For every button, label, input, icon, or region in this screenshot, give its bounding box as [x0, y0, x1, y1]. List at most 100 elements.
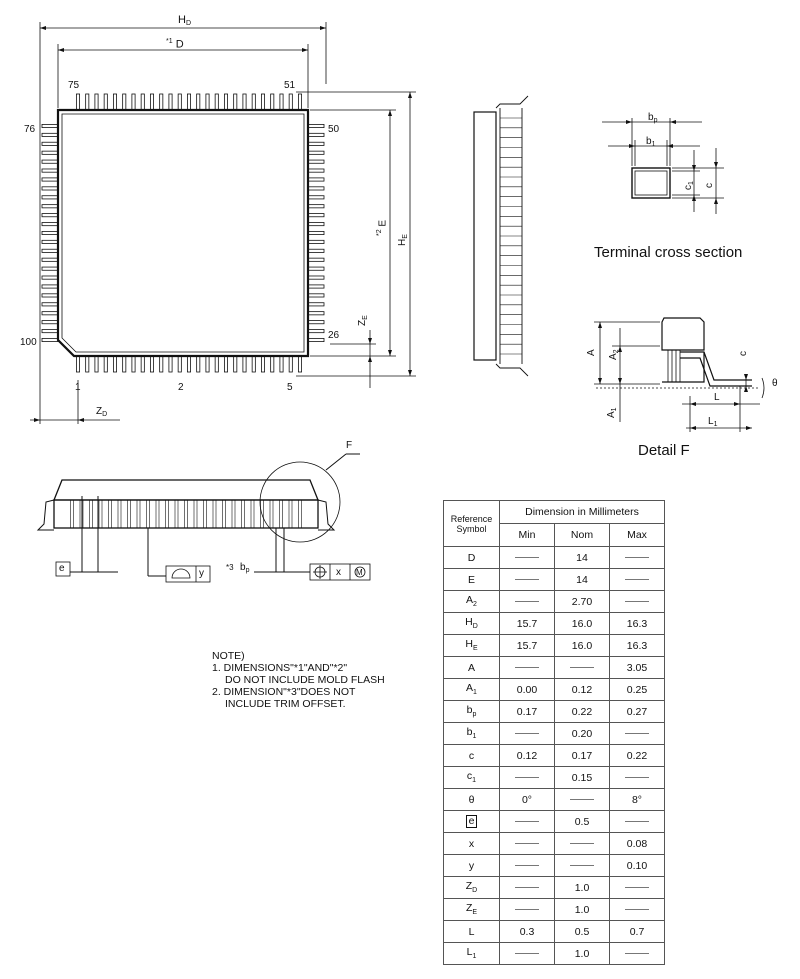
- empty-dash: [570, 843, 594, 845]
- table-row: E 14: [443, 568, 665, 591]
- min-cell: [499, 656, 555, 679]
- max-cell: [609, 568, 665, 591]
- front-lead: [222, 499, 226, 529]
- front-lead: [288, 499, 293, 529]
- empty-dash: [570, 799, 594, 801]
- nom-cell: 14: [554, 546, 610, 569]
- front-lead: [136, 499, 141, 529]
- max-cell: 8°: [609, 788, 665, 811]
- front-lead: [79, 499, 84, 529]
- empty-dash: [515, 887, 539, 889]
- max-cell: [609, 722, 665, 745]
- note-line: 1. DIMENSIONS"*1"AND"*2": [212, 662, 348, 674]
- front-lead: [298, 499, 302, 529]
- detail-f-callout: F: [346, 440, 353, 451]
- empty-dash: [625, 579, 649, 581]
- max-cell: 0.25: [609, 678, 665, 701]
- front-lead: [89, 499, 93, 529]
- front-lead: [184, 499, 188, 529]
- flatness-y-label: y: [199, 568, 204, 579]
- min-cell: [499, 766, 555, 789]
- front-lead: [260, 499, 264, 529]
- min-cell: 15.7: [499, 634, 555, 657]
- nom-cell: 1.0: [554, 942, 610, 965]
- min-cell: [499, 590, 555, 613]
- min-cell: [499, 876, 555, 899]
- max-cell: [609, 546, 665, 569]
- mmc-m-label: M: [356, 568, 363, 577]
- min-cell: [499, 854, 555, 877]
- front-lead: [108, 499, 112, 529]
- pin-50-label: 50: [328, 124, 340, 135]
- symbol-cell: b1: [443, 722, 500, 745]
- empty-dash: [625, 557, 649, 559]
- header-min: Min: [499, 523, 555, 547]
- front-lead: [203, 499, 207, 529]
- min-cell: [499, 546, 555, 569]
- front-lead: [193, 499, 198, 529]
- symbol-cell: HE: [443, 634, 500, 657]
- max-cell: [609, 876, 665, 899]
- trim-star3-label: *3: [226, 563, 234, 572]
- position-x-label: x: [336, 567, 341, 578]
- min-cell: 0.00: [499, 678, 555, 701]
- symbol-cell: c: [443, 744, 500, 767]
- symbol-cell: ZD: [443, 876, 500, 899]
- header-dimension-group: Dimension in Millimeters: [499, 500, 665, 524]
- empty-dash: [570, 667, 594, 669]
- max-cell: 0.10: [609, 854, 665, 877]
- front-lead: [127, 499, 131, 529]
- package-body: [56, 108, 310, 358]
- detail-l-label: L: [714, 392, 720, 403]
- min-cell: [499, 832, 555, 855]
- max-cell: [609, 766, 665, 789]
- nom-cell: 0.5: [554, 920, 610, 943]
- pin-5-label: 5: [287, 382, 293, 393]
- header-nom: Nom: [554, 523, 610, 547]
- min-cell: [499, 722, 555, 745]
- min-cell: 0.17: [499, 700, 555, 723]
- symbol-cell: x: [443, 832, 500, 855]
- pin-75-label: 75: [68, 80, 80, 91]
- note-title: NOTE): [212, 650, 245, 662]
- front-lead: [174, 499, 179, 529]
- note-line: INCLUDE TRIM OFFSET.: [225, 698, 346, 710]
- dim-hd-label: HD: [178, 14, 192, 27]
- max-cell: 3.05: [609, 656, 665, 679]
- header-max: Max: [609, 523, 665, 547]
- pin-51-label: 51: [284, 80, 296, 91]
- terminal-cross-section-caption: Terminal cross section: [594, 244, 743, 261]
- min-cell: 15.7: [499, 612, 555, 635]
- symbol-cell: A: [443, 656, 500, 679]
- min-cell: 0°: [499, 788, 555, 811]
- min-cell: [499, 942, 555, 965]
- min-cell: [499, 810, 555, 833]
- empty-dash: [515, 601, 539, 603]
- nom-cell: 0.12: [554, 678, 610, 701]
- symbol-cell: E: [443, 568, 500, 591]
- front-lead: [70, 499, 74, 529]
- symbol-cell: A1: [443, 678, 500, 701]
- terminal-bp-label: bp: [648, 112, 658, 124]
- empty-dash: [515, 843, 539, 845]
- empty-dash: [515, 579, 539, 581]
- max-cell: 0.22: [609, 744, 665, 767]
- front-lead: [241, 499, 245, 529]
- detail-theta-label: θ: [772, 378, 778, 389]
- nom-cell: [554, 656, 610, 679]
- nom-cell: 0.15: [554, 766, 610, 789]
- nom-cell: 14: [554, 568, 610, 591]
- max-cell: 16.3: [609, 634, 665, 657]
- nom-cell: [554, 854, 610, 877]
- max-cell: 0.27: [609, 700, 665, 723]
